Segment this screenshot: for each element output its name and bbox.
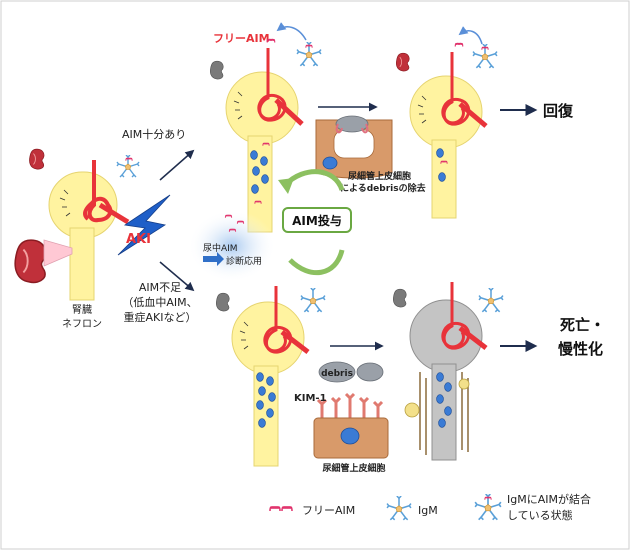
aki-label: AKI: [126, 232, 151, 247]
arrow-to-insufficient: [159, 261, 195, 292]
legend-igm-icon: [386, 496, 412, 521]
nephron-top-1: [225, 48, 304, 233]
nephron-top-2: [409, 52, 488, 219]
aim-insufficient-label: AIM不足: [139, 281, 181, 294]
aim-dosing-label: AIM投与: [292, 213, 342, 228]
free-aim-label: フリーAIM: [213, 32, 270, 45]
kidney-small-icon: [395, 52, 410, 72]
urine-aim-label: 尿中AIM: [203, 242, 238, 254]
aki-lightning-icon: [117, 194, 171, 256]
debris-label: debris: [321, 369, 353, 379]
nephron-label: ネフロン: [62, 318, 102, 330]
kidney-grey-icon: [393, 288, 407, 308]
nephron-bottom-1: [231, 286, 310, 467]
legend-free-aim-icon: [281, 505, 293, 512]
dosing-arrowhead: [278, 178, 294, 194]
aim-release-arrow: [276, 22, 307, 41]
legend: フリーAIM IgM IgMにAIMが結合 している状態: [269, 492, 591, 522]
debris-removal-label-1: 尿細管上皮細胞: [348, 170, 411, 182]
debris-removal-label-2: によるdebrisの除去: [340, 182, 426, 194]
nephron-bottom-2: [404, 282, 488, 461]
aim-sufficient-label: AIM十分あり: [122, 127, 186, 141]
urine-glow: [188, 210, 276, 282]
free-aim-icon: [454, 42, 464, 48]
kim1-receptors: [316, 392, 384, 420]
igm-aim-complex-icon: [472, 44, 498, 69]
death-label-2: 慢性化: [558, 340, 603, 358]
legend-complex-icon: [474, 494, 502, 521]
debris-cloud: [318, 361, 384, 383]
igm-icon: [478, 288, 504, 313]
kim1-label: KIM-1: [294, 393, 327, 404]
tubular-cell-nucleus: [340, 427, 360, 445]
kidney-grey-icon: [216, 292, 230, 312]
igm-aim-complex-icon: [296, 42, 322, 67]
legend-igm-label: IgM: [418, 504, 438, 517]
nephron-left: [48, 160, 130, 301]
aim-dosing-box: [282, 207, 352, 233]
tubular-cells-label: 尿細管上皮細胞: [322, 462, 385, 474]
legend-complex-label-1: IgMにAIMが結合: [507, 492, 591, 506]
legend-free-aim-icon: [269, 505, 281, 512]
recovery-label: 回復: [543, 102, 574, 120]
kidney-small-icon: [29, 148, 45, 170]
kidney-label: 腎臓: [72, 304, 92, 316]
tubular-cell-debris-removal: [315, 115, 393, 179]
aim-release-arrow: [458, 26, 483, 45]
igm-icon: [300, 288, 326, 313]
free-aim-icon: [125, 157, 133, 162]
kidney-large-icon: [14, 239, 47, 284]
kidney-grey-icon: [210, 60, 224, 80]
arrow-to-sufficient: [159, 149, 195, 181]
aim-insufficient-detail-1: （低血中AIM、: [122, 295, 197, 309]
death-label-1: 死亡・: [560, 316, 605, 334]
aim-insufficient-detail-2: 重症AKIなど）: [124, 310, 197, 324]
urine-aim-arrow: [203, 252, 224, 266]
diagnostic-label: 診断応用: [226, 255, 262, 267]
dosing-arrow-down: [288, 249, 345, 276]
legend-complex-label-2: している状態: [507, 508, 573, 522]
legend-free-aim-label: フリーAIM: [302, 504, 355, 517]
zoom-wedge: [43, 239, 73, 267]
